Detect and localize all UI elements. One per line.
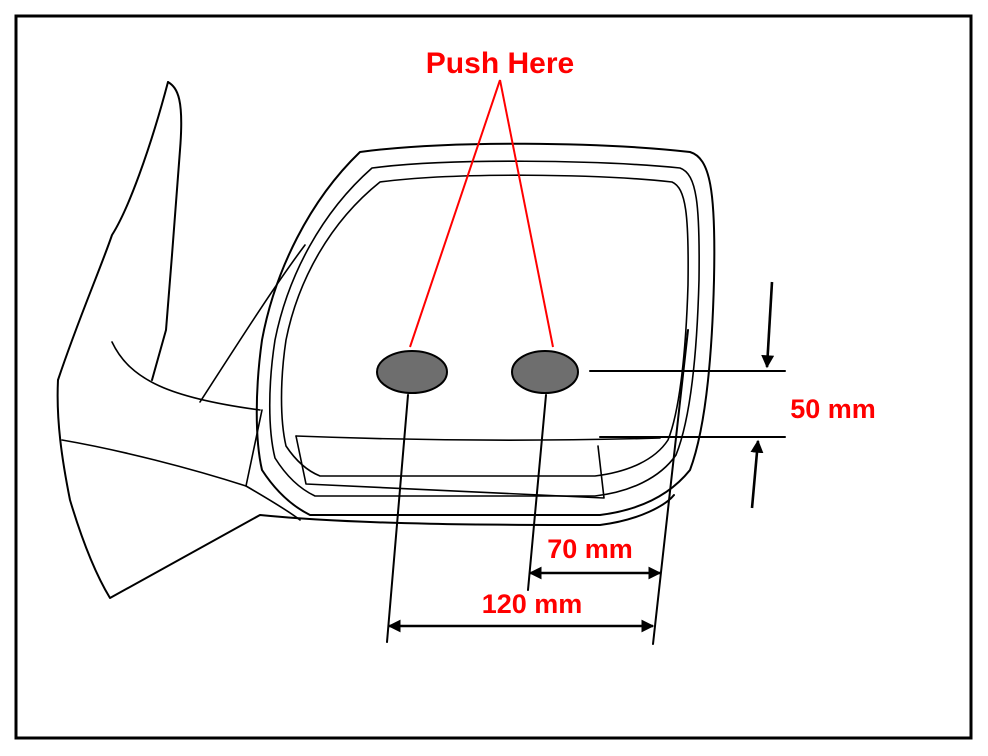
inner-horizontal-dimension-label: 70 mm	[547, 534, 633, 564]
mirror-glass	[255, 142, 716, 516]
push-point-right	[511, 350, 579, 394]
callout-leader-left	[409, 79, 501, 348]
extension-line-right	[652, 329, 689, 645]
push-here-label: Push Here	[426, 47, 574, 80]
extension-line-left	[386, 394, 409, 643]
outer-horizontal-dimension-label: 120 mm	[482, 589, 583, 619]
push-point-left	[376, 350, 448, 394]
diagram-frame	[14, 14, 973, 740]
mirror-housing	[56, 81, 675, 599]
vertical-dimension-label: 50 mm	[790, 394, 876, 424]
extension-line-middle	[527, 394, 547, 591]
vertical-dimension	[589, 281, 786, 509]
callout-leader-right	[499, 79, 554, 348]
